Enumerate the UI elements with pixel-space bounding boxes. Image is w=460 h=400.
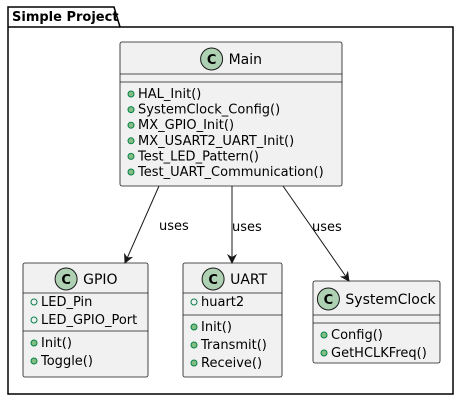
package-title: Simple Project xyxy=(12,10,119,25)
method-visibility-icon xyxy=(190,323,198,331)
class-name: SystemClock xyxy=(345,292,436,308)
class-attribute: LED_GPIO_Port xyxy=(41,313,137,328)
attribute-visibility-icon xyxy=(30,298,38,306)
method-visibility-icon xyxy=(190,341,198,349)
class-method: Receive() xyxy=(201,356,262,371)
relation-label: uses xyxy=(312,220,342,235)
class-main: C MainHAL_Init()SystemClock_Config()MX_GP… xyxy=(119,41,343,187)
class-box xyxy=(119,41,343,187)
class-method: HAL_Init() xyxy=(138,87,201,102)
class-box xyxy=(22,262,149,378)
class-method: MX_USART2_UART_Init() xyxy=(138,134,294,149)
attribute-visibility-icon xyxy=(190,298,198,306)
method-visibility-icon xyxy=(127,121,135,129)
method-visibility-icon xyxy=(320,331,328,339)
class-method: GetHCLKFreq() xyxy=(331,346,427,361)
class-method: MX_GPIO_Init() xyxy=(138,118,234,133)
class-method: Toggle() xyxy=(40,354,93,369)
class-method: Transmit() xyxy=(200,338,267,353)
method-visibility-icon xyxy=(127,152,135,160)
class-name: Main xyxy=(229,52,262,68)
relation-arrow xyxy=(282,185,350,282)
relation-label: uses xyxy=(159,219,189,234)
method-visibility-icon xyxy=(127,168,135,176)
class-method: Init() xyxy=(41,336,72,351)
class-stereotype-letter: C xyxy=(208,273,218,288)
method-visibility-icon xyxy=(190,359,198,367)
class-name: UART xyxy=(230,272,268,288)
class-method: Test_LED_Pattern() xyxy=(137,149,259,164)
method-visibility-icon xyxy=(30,339,38,347)
class-method: Config() xyxy=(331,328,383,343)
relation-label: uses xyxy=(232,220,262,235)
relation-arrow xyxy=(124,185,160,264)
class-stereotype-letter: C xyxy=(207,53,217,68)
class-method: SystemClock_Config() xyxy=(138,103,280,118)
method-visibility-icon xyxy=(320,349,328,357)
relation-main-systemclock: uses xyxy=(282,185,350,282)
class-stereotype-icon xyxy=(200,47,224,71)
method-visibility-icon xyxy=(127,106,135,114)
attribute-visibility-icon xyxy=(30,316,38,324)
class-stereotype-icon xyxy=(316,287,340,311)
class-name: GPIO xyxy=(83,272,117,288)
method-visibility-icon xyxy=(127,90,135,98)
class-stereotype-letter: C xyxy=(61,273,71,288)
class-method: Test_UART_Communication() xyxy=(137,165,324,180)
relation-main-gpio: uses xyxy=(124,185,189,264)
class-stereotype-letter: C xyxy=(324,293,334,308)
class-box xyxy=(312,280,441,364)
class-attribute: LED_Pin xyxy=(41,295,92,310)
method-visibility-icon xyxy=(127,137,135,145)
class-method: Init() xyxy=(201,320,232,335)
class-stereotype-icon xyxy=(201,267,225,291)
class-stereotype-icon xyxy=(54,267,78,291)
method-visibility-icon xyxy=(30,357,38,365)
relation-main-uart: uses xyxy=(227,186,262,264)
class-attribute: huart2 xyxy=(201,295,244,310)
